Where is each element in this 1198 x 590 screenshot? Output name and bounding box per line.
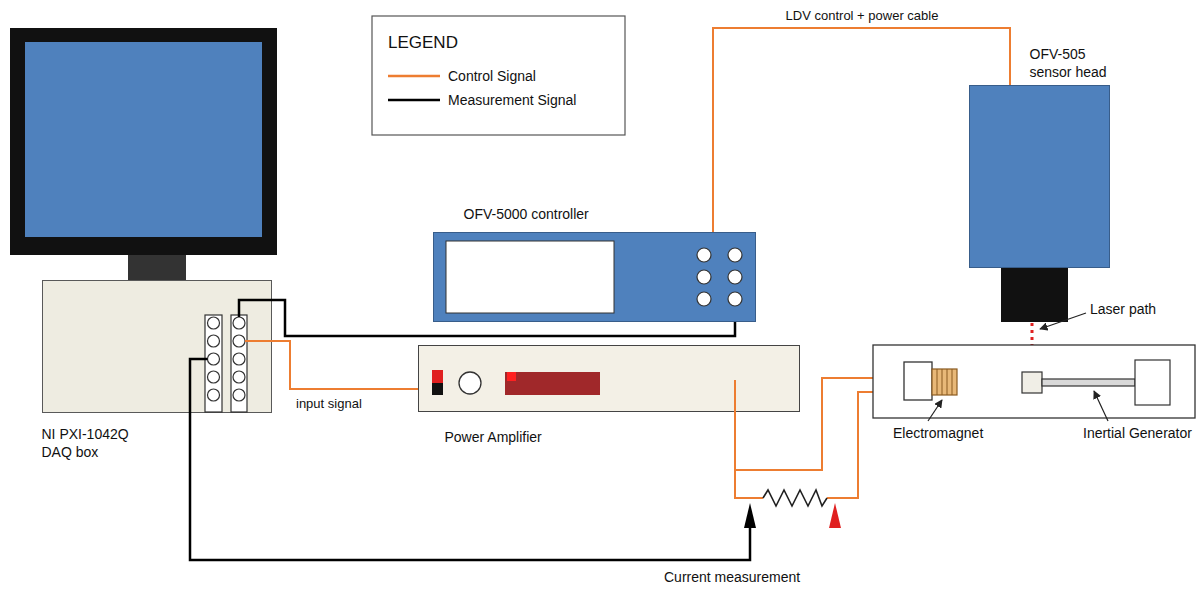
power-switch <box>432 383 443 395</box>
node-label: NI PXI-1042Q DAQ box <box>42 425 154 461</box>
sensor-head: OFV-505 sensor head <box>969 85 1110 268</box>
terminal-socket <box>233 389 245 401</box>
node-label-holder: Power Amplifier <box>445 428 645 446</box>
terminal-socket <box>207 317 219 329</box>
label-holder: Inertial Generator <box>1083 424 1195 442</box>
legend-text: Measurement Signal <box>448 91 576 109</box>
node-label: Power Amplifier <box>445 428 645 446</box>
generator-clamp <box>1135 360 1170 405</box>
terminal-socket <box>233 317 245 329</box>
part-label: Inertial Generator <box>1083 424 1195 442</box>
label-holder: LEGEND <box>388 32 588 54</box>
node-label: OFV-5000 controller <box>464 205 664 223</box>
node-detail <box>433 232 756 322</box>
controller-knob <box>697 248 711 262</box>
controller-knob <box>728 248 742 262</box>
sensor-lens <box>1001 268 1068 322</box>
electromagnet-coil <box>932 369 957 395</box>
leader-line <box>928 400 942 421</box>
label-holder: Laser path <box>1090 300 1190 318</box>
cable-label: input signal <box>294 396 364 413</box>
probe-marker <box>829 503 841 528</box>
measurement-wire <box>190 359 208 413</box>
legend-text: Control Signal <box>448 67 536 85</box>
note-label: Current measurement <box>664 568 864 586</box>
part-label: Electromagnet <box>893 424 1033 442</box>
legend-swatch <box>388 66 442 86</box>
control-cable <box>713 28 1010 232</box>
drive-wire <box>734 380 736 412</box>
cable-label: LDV control + power cable <box>784 8 941 25</box>
controller-knob <box>728 270 742 284</box>
legend-line <box>388 99 440 102</box>
terminal-socket <box>207 389 219 401</box>
node-label-holder: NI PXI-1042Q DAQ box <box>42 425 154 461</box>
node-detail <box>418 345 800 412</box>
part-label: Laser path <box>1090 300 1190 318</box>
terminal-strip <box>231 315 247 412</box>
legend-frame <box>372 16 625 135</box>
resistor-symbol <box>763 490 827 506</box>
node-label-holder: OFV-5000 controller <box>464 205 664 223</box>
edge-label-holder: input signal <box>294 396 364 413</box>
node-detail <box>42 280 272 413</box>
legend-row: Control Signal <box>388 66 536 86</box>
test-rig-base <box>873 345 1195 418</box>
node-label: OFV-505 sensor head <box>1030 45 1120 81</box>
legend-line <box>388 75 440 78</box>
generator-beam <box>1042 379 1135 386</box>
leader-line <box>1094 391 1108 421</box>
electromagnet-core <box>904 362 932 400</box>
label-holder: Current measurement <box>664 568 864 586</box>
drive-wire <box>735 470 763 498</box>
control-cable <box>272 341 418 389</box>
terminal-socket <box>233 353 245 365</box>
monitor-stand <box>128 255 186 281</box>
monitor-screen <box>25 42 262 237</box>
legend-row: Measurement Signal <box>388 90 576 110</box>
gain-knob <box>459 372 481 394</box>
label-holder: Electromagnet <box>893 424 1033 442</box>
node-label-holder: OFV-505 sensor head <box>1030 45 1120 81</box>
terminal-socket <box>207 353 219 365</box>
terminal-socket <box>207 335 219 347</box>
terminal-socket <box>207 371 219 383</box>
probe-marker <box>744 503 756 528</box>
terminal-socket <box>233 335 245 347</box>
edge-label-holder: LDV control + power cable <box>784 8 941 25</box>
amplifier-display <box>505 372 600 395</box>
amplifier-indicator <box>507 372 516 381</box>
generator-magnet <box>1022 372 1042 393</box>
terminal-strip <box>205 315 222 412</box>
ldv-controller: OFV-5000 controller <box>433 232 756 322</box>
power-amplifier: Power Amplifier <box>418 345 800 412</box>
leader-line <box>1040 313 1086 329</box>
coil-hatching <box>937 369 952 395</box>
daq-box: NI PXI-1042Q DAQ box <box>42 280 272 413</box>
controller-knob <box>697 270 711 284</box>
control-wire <box>245 340 272 342</box>
controller-knob <box>697 292 711 306</box>
controller-knob <box>728 292 742 306</box>
legend-swatch <box>388 90 442 110</box>
measurement-wire <box>190 413 750 560</box>
controller-screen <box>446 241 614 313</box>
node-detail <box>969 85 1110 268</box>
legend-heading: LEGEND <box>388 32 588 54</box>
measurement-wire <box>239 300 272 317</box>
terminal-socket <box>233 371 245 383</box>
monitor-frame <box>10 28 277 255</box>
power-switch <box>432 370 443 383</box>
